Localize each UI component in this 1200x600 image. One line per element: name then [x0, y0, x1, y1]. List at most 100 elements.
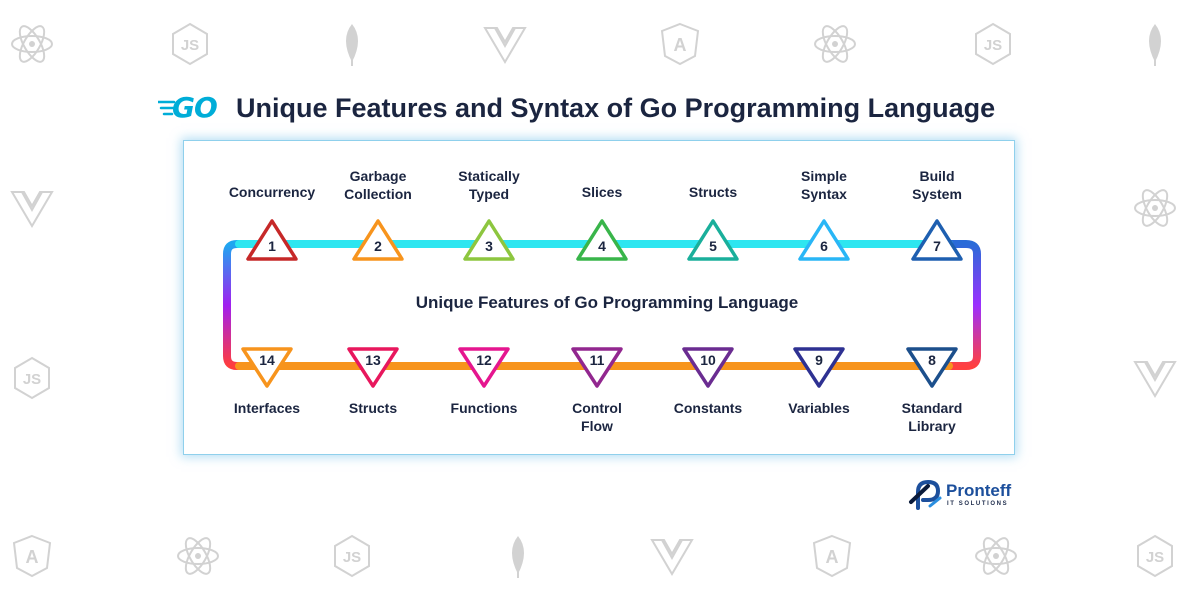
feature-number: 7 — [933, 238, 941, 254]
feature-label: Build — [920, 168, 955, 184]
feature-label: Library — [908, 418, 956, 434]
feature-triangle-marker — [798, 219, 850, 261]
feature-label: Structs — [349, 400, 397, 416]
feature-label: Syntax — [801, 186, 847, 202]
feature-label: Constants — [674, 400, 743, 416]
svg-text:JS: JS — [984, 37, 1002, 54]
feature-label: Interfaces — [234, 400, 300, 416]
svg-text:JS: JS — [343, 549, 361, 566]
feature-triangle-marker — [682, 347, 734, 388]
feature-label: Slices — [582, 184, 623, 200]
javascript-icon: JS — [14, 356, 50, 400]
feature-triangle-marker — [246, 219, 298, 261]
feature-number: 3 — [485, 238, 493, 254]
feature-triangle-marker — [793, 347, 845, 388]
svg-text:A: A — [826, 547, 839, 567]
vue-icon — [10, 191, 54, 228]
feature-number: 4 — [598, 238, 606, 254]
svg-text:A: A — [26, 547, 39, 567]
feature-triangle-marker — [576, 219, 628, 261]
go-logo: GO — [158, 90, 218, 126]
vue-icon — [1133, 361, 1177, 398]
go-logo-speed-lines — [158, 100, 176, 116]
feature-label: Collection — [344, 186, 412, 202]
feature-label: Structs — [689, 184, 737, 200]
angular-icon: A — [12, 534, 52, 578]
angular-icon: A — [660, 22, 700, 66]
svg-text:JS: JS — [1146, 549, 1164, 566]
javascript-icon: JS — [975, 22, 1011, 66]
feature-label: Variables — [788, 400, 850, 416]
feature-triangle-marker — [458, 347, 510, 388]
page-title: Unique Features and Syntax of Go Program… — [236, 93, 996, 123]
feature-label: Control — [572, 400, 622, 416]
feature-triangle-marker — [687, 219, 739, 261]
go-logo-text: GO — [172, 91, 218, 124]
feature-triangle-marker — [241, 347, 293, 388]
feature-triangle-marker — [571, 347, 623, 388]
feature-triangle-marker — [352, 219, 404, 261]
feature-number: 10 — [700, 352, 716, 368]
nodejs-leaf-icon — [346, 24, 358, 66]
feature-number: 11 — [590, 352, 605, 368]
feature-number: 13 — [365, 352, 381, 368]
feature-label: Simple — [801, 168, 847, 184]
feature-item: 5 Structs — [687, 184, 739, 261]
javascript-icon: JS — [172, 22, 208, 66]
track-left-connector — [223, 240, 248, 370]
vue-icon — [650, 539, 694, 576]
svg-text:A: A — [674, 35, 687, 55]
feature-number: 1 — [268, 238, 276, 254]
react-icon — [11, 25, 53, 63]
feature-triangle-marker — [347, 347, 399, 388]
nodejs-leaf-icon — [512, 536, 524, 578]
angular-icon: A — [812, 534, 852, 578]
feature-triangle-marker — [906, 347, 958, 388]
feature-number: 12 — [476, 352, 492, 368]
feature-number: 5 — [709, 238, 717, 254]
feature-triangle-marker — [463, 219, 515, 261]
feature-label: Flow — [581, 418, 613, 434]
feature-number: 2 — [374, 238, 382, 254]
vue-icon — [483, 27, 527, 64]
nodejs-leaf-icon — [1149, 24, 1161, 66]
feature-item: 4 Slices — [576, 184, 628, 261]
feature-label: Typed — [469, 186, 509, 202]
feature-item: 1 Concurrency — [229, 184, 316, 261]
pronteff-logo-mark — [909, 479, 942, 510]
react-icon — [177, 537, 219, 575]
track-right-connector — [940, 240, 981, 370]
javascript-icon: JS — [1137, 534, 1173, 578]
pronteff-logo: Pronteff IT SOLUTIONS — [908, 478, 1028, 514]
feature-triangle-marker — [911, 219, 963, 261]
feature-label: Concurrency — [229, 184, 316, 200]
brand-subtitle: IT SOLUTIONS — [947, 501, 1009, 507]
svg-text:JS: JS — [23, 371, 41, 388]
react-icon — [814, 25, 856, 63]
react-icon — [975, 537, 1017, 575]
feature-label: Garbage — [350, 168, 407, 184]
diagram-center-label: Unique Features of Go Programming Langua… — [416, 293, 799, 312]
feature-number: 14 — [259, 352, 275, 368]
feature-label: System — [912, 186, 962, 202]
javascript-icon: JS — [334, 534, 370, 578]
feature-label: Functions — [451, 400, 518, 416]
brand-name: Pronteff — [946, 481, 1012, 500]
feature-label: Standard — [902, 400, 963, 416]
feature-number: 9 — [815, 352, 823, 368]
feature-number: 6 — [820, 238, 828, 254]
svg-text:JS: JS — [181, 37, 199, 54]
